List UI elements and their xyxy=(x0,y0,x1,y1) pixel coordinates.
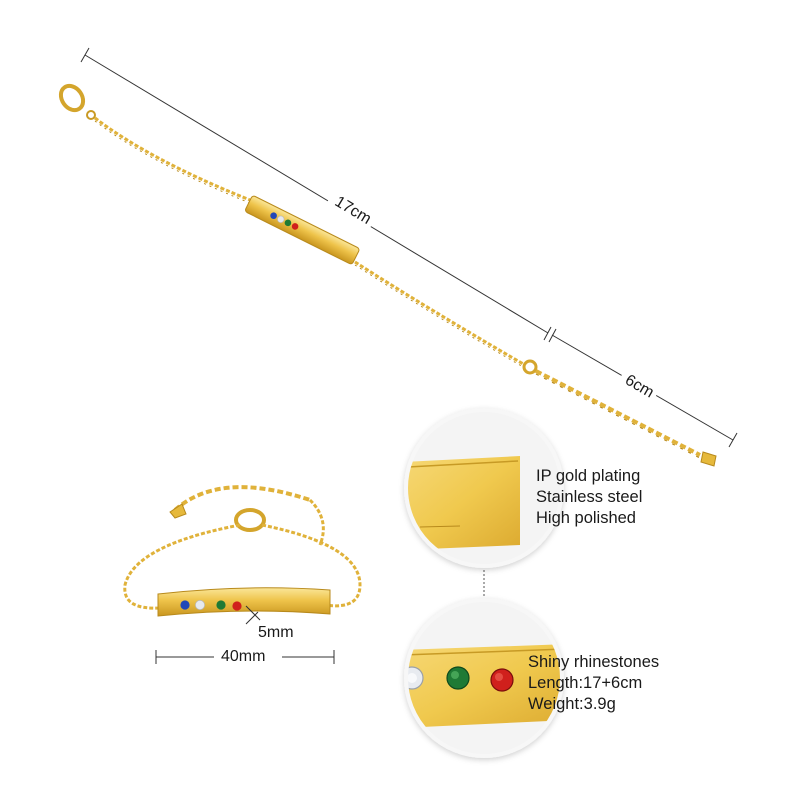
feature-ip-gold-plating: IP gold plating xyxy=(536,467,641,485)
blue-stone xyxy=(270,212,277,220)
closed-extender-drop xyxy=(169,503,187,519)
closed-clear-stone xyxy=(195,600,205,610)
closed-bracelet xyxy=(123,485,362,617)
extender-label-bg xyxy=(614,365,662,409)
feature-weight: Weight:3.9g xyxy=(528,695,616,713)
feature-length: Length:17+6cm xyxy=(528,674,643,692)
zoom-red-stone xyxy=(490,668,514,692)
extender-chain xyxy=(535,369,701,457)
clear-stone xyxy=(277,215,285,223)
red-stone xyxy=(291,223,299,230)
zoom-bar-stones xyxy=(406,644,562,728)
zoom-circle-surface xyxy=(404,408,564,568)
closed-chain-left xyxy=(123,523,241,610)
feature-stainless-steel: Stainless steel xyxy=(536,488,643,506)
chain-right-shadow xyxy=(354,264,526,369)
jump-ring xyxy=(522,359,538,375)
bar-width-label: 5mm xyxy=(258,624,294,641)
closed-green-stone xyxy=(216,600,226,610)
length-label-bg xyxy=(322,186,380,236)
features-top: IP gold plating Stainless steel High pol… xyxy=(536,466,642,529)
chain-right xyxy=(354,260,526,367)
feature-shiny-rhinestones: Shiny rhinestones xyxy=(528,653,660,671)
closed-nameplate-bar xyxy=(157,587,331,617)
closed-chain-extender-link xyxy=(308,498,325,546)
extender-chain-shadow xyxy=(535,373,701,459)
zoom-green-stone xyxy=(446,666,470,690)
nameplate-bar xyxy=(245,195,360,265)
chain-left xyxy=(94,116,251,202)
green-stone xyxy=(284,219,292,227)
closed-chain-right xyxy=(261,523,362,608)
bar-length-dimension-line xyxy=(155,650,335,664)
feature-high-polished: High polished xyxy=(536,509,636,527)
closed-red-stone xyxy=(232,601,242,611)
stretched-bracelet xyxy=(58,83,717,467)
closed-lobster-clasp xyxy=(234,508,266,532)
extender-drop xyxy=(700,451,717,467)
closed-blue-stone xyxy=(180,600,190,610)
width-indicator xyxy=(245,605,261,625)
features-bottom: Shiny rhinestones Length:17+6cm Weight:3… xyxy=(528,652,659,715)
bar-length-label: 40mm xyxy=(221,648,266,665)
lobster-clasp xyxy=(58,83,96,120)
chain-left-shadow xyxy=(94,120,251,204)
closed-extender-chain xyxy=(173,485,311,512)
zoom-circle-stones xyxy=(404,598,564,758)
